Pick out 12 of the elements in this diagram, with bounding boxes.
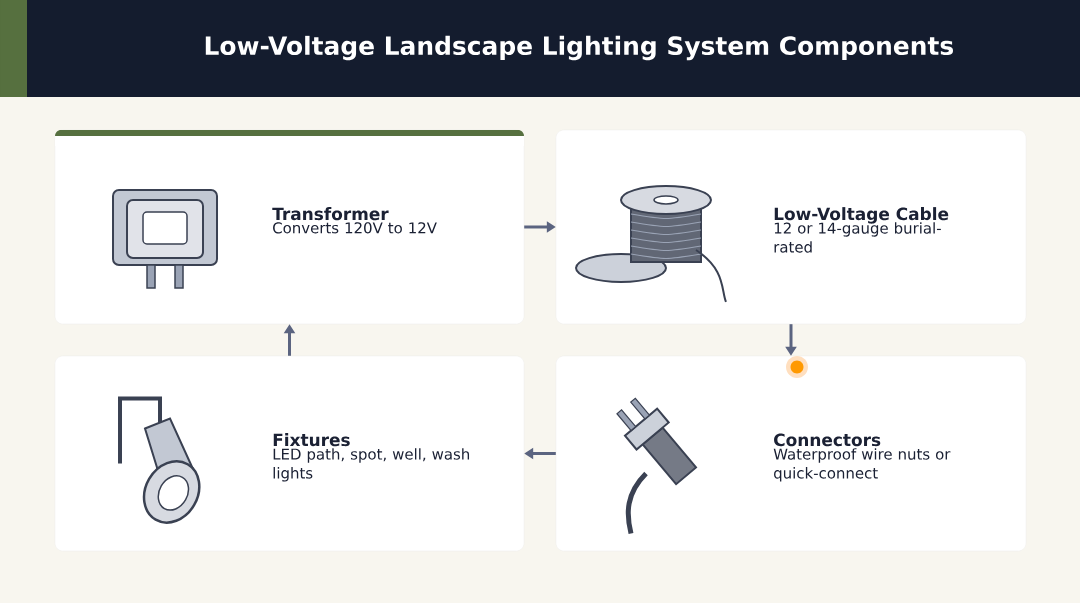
card-heading: Transformer (272, 207, 389, 221)
card-description: 12 or 14-gauge burial-rated (774, 222, 941, 253)
card-description: LED path, spot, well, wash lights (273, 448, 469, 482)
card-description: Waterproof wire nuts or quick-connect (773, 448, 951, 482)
card-description: Converts 120V to 12V (273, 222, 437, 234)
card (54, 355, 525, 552)
card (555, 355, 1027, 552)
card (555, 129, 1027, 325)
card-heading: Fixtures (273, 433, 350, 447)
card (54, 129, 525, 325)
card-heading: Connectors (774, 433, 881, 447)
diagram-title: Low-Voltage Landscape Lighting System Components (205, 35, 953, 61)
